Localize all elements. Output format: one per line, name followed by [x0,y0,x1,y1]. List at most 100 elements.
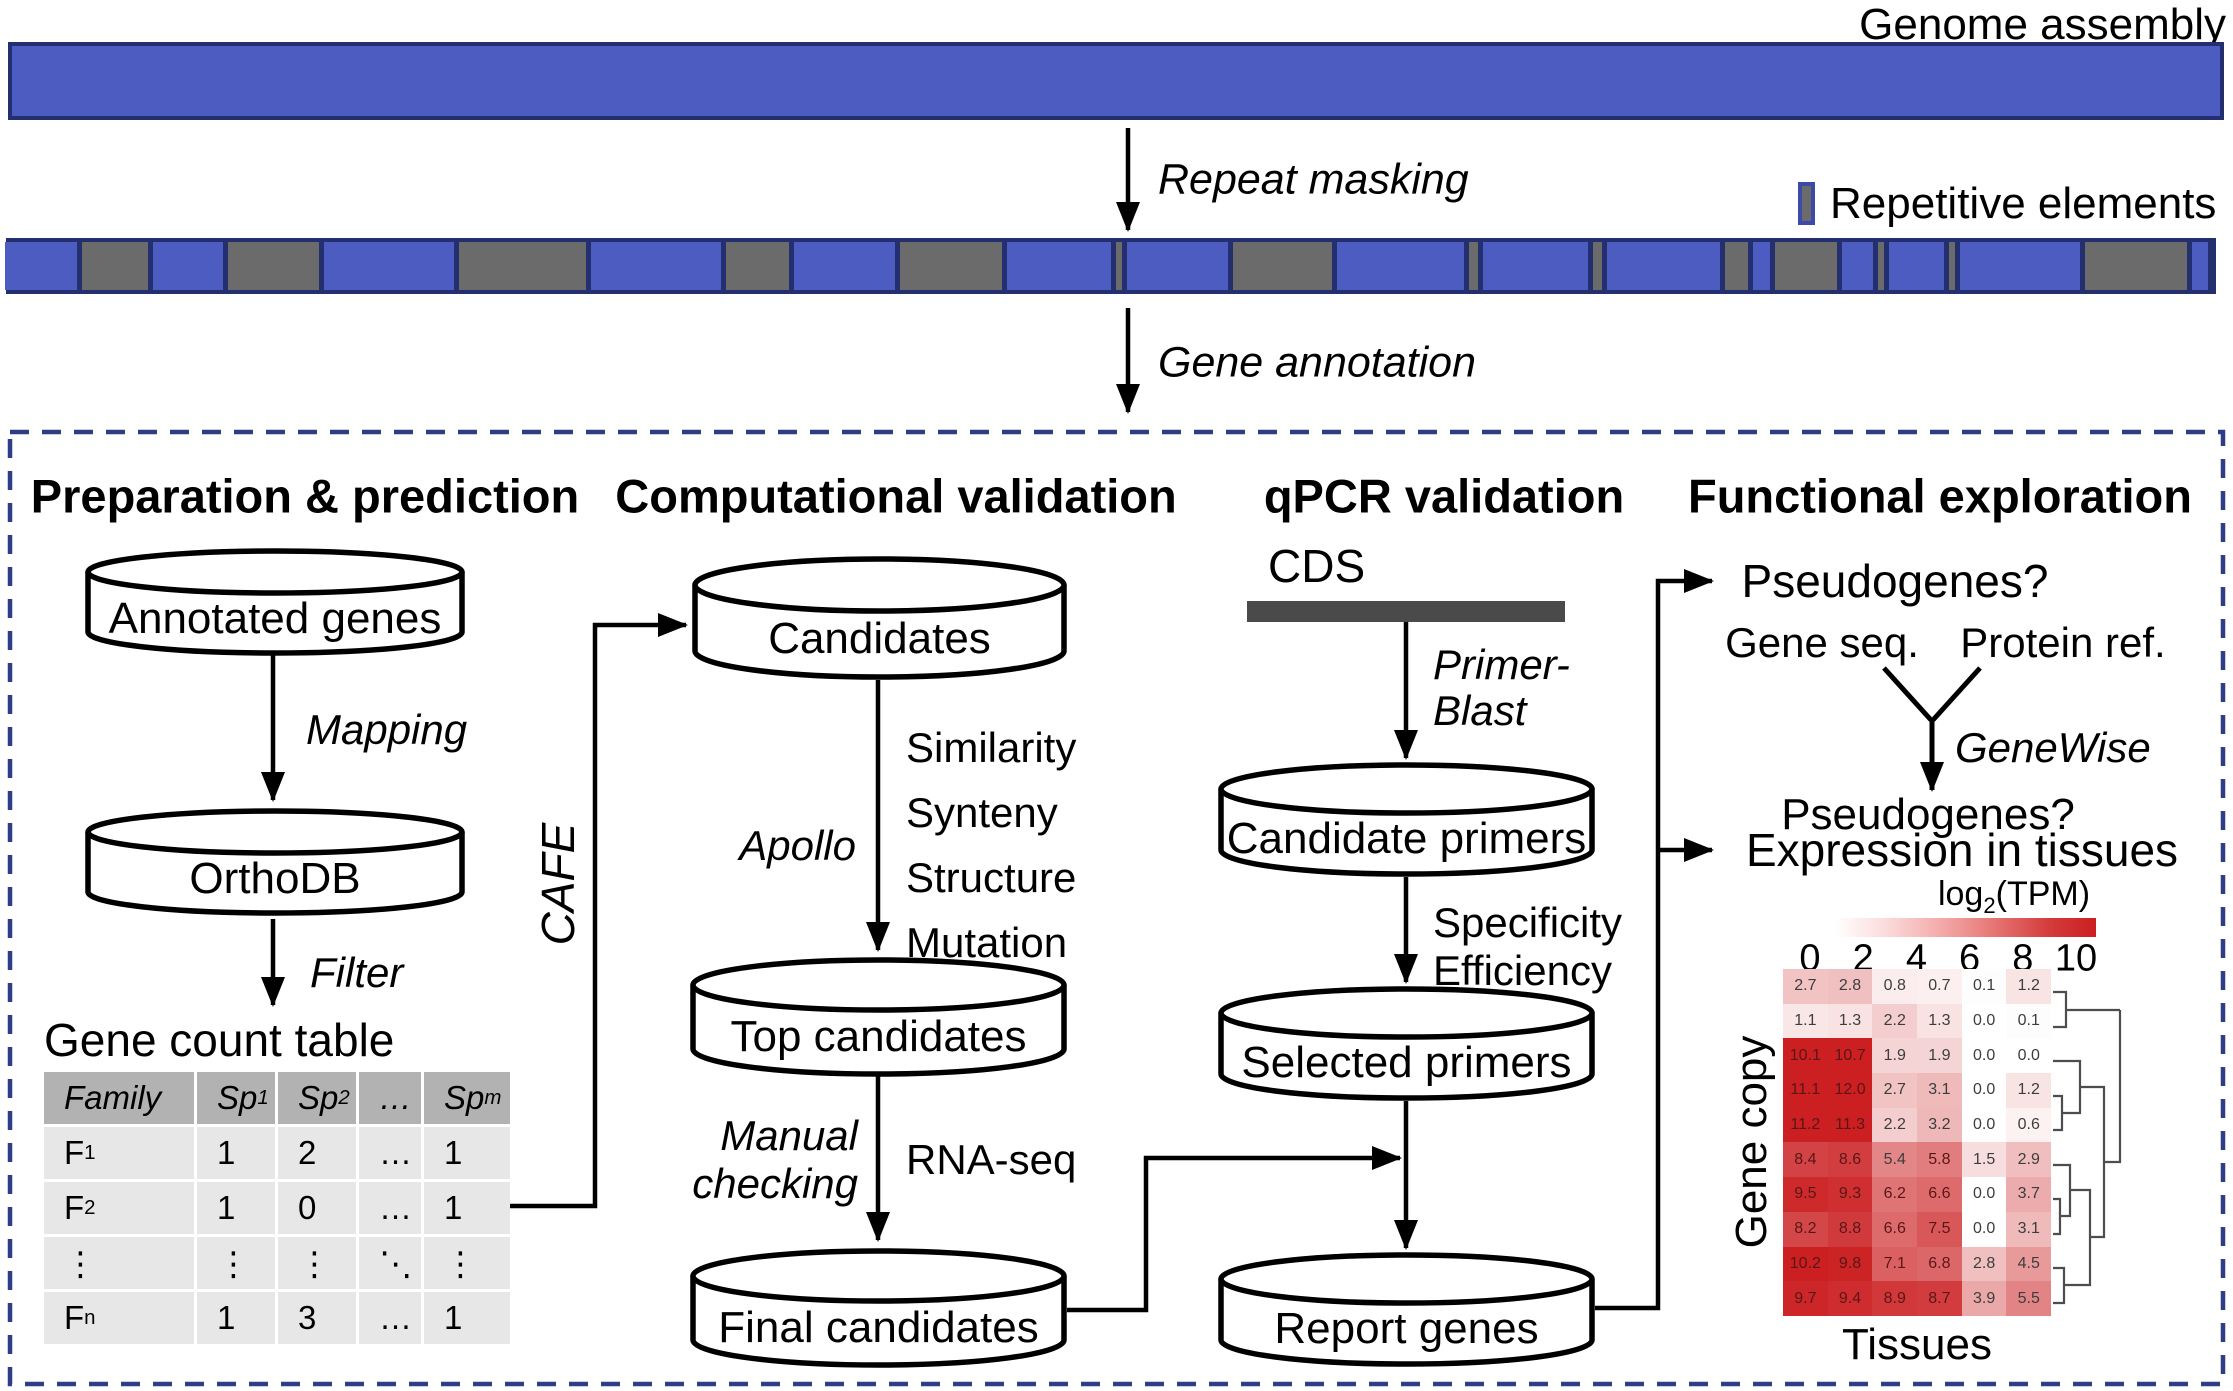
genome-segment [591,242,721,290]
heatmap-cell: 0.1 [1961,969,2007,1004]
table-cell: … [359,1292,421,1344]
table-cell: 2 [278,1127,356,1179]
heatmap-cell: 10.1 [1783,1038,1828,1074]
genome-segment [153,242,223,290]
cylinder-label: Candidates [768,614,991,663]
table-cell: … [359,1182,421,1234]
table-row-label: ⋮ [44,1237,194,1289]
heatmap-cell: 3.2 [1917,1107,1962,1143]
heatmap-cell: 1.2 [2006,1073,2052,1108]
specificity-efficiency-label: Specificity Efficiency [1433,899,1622,995]
cylinder-label: Annotated genes [108,594,442,643]
heatmap-cell: 6.8 [1917,1246,1962,1282]
heatmap-cell: 6.2 [1872,1177,1918,1212]
colorbar-title-log2tpm: log2(TPM) [1937,875,2091,918]
cylinder-candidates: Candidates [692,556,1067,680]
pseudogenes-question-1: Pseudogenes? [1741,555,2049,607]
heatmap-cell: 8.9 [1872,1281,1918,1316]
heatmap-cell: 1.5 [1961,1142,2007,1178]
heatmap-cell: 12.0 [1827,1073,1873,1108]
genome-segment [1753,242,1770,290]
heatmap-cell: 6.6 [1872,1211,1918,1247]
title-functional-exploration: Functional exploration [1688,469,2192,523]
gene-count-table-title: Gene count table [44,1014,395,1066]
table-cell: 1 [424,1127,510,1179]
heatmap-cell: 2.8 [1827,969,1873,1004]
heatmap-cell: 0.0 [2006,1038,2052,1074]
heatmap-cell: 7.1 [1872,1246,1918,1282]
heatmap-ylabel-gene-copy: Gene copy [1727,1035,1776,1249]
table-cell: 1 [424,1292,510,1344]
primer-line2: Blast [1433,687,1527,734]
genome-segment [1607,242,1720,290]
repetitive-element-segment [1878,242,1884,290]
heatmap-cell: 8.8 [1827,1211,1873,1247]
criterion-similarity: Similarity [906,724,1077,771]
heatmap-cell: 9.7 [1783,1281,1828,1316]
cafe-label: CAFE [532,822,584,946]
repetitive-element-segment [1116,242,1122,290]
heatmap-cell: 8.6 [1827,1142,1873,1178]
heatmap-cell: 1.9 [1872,1038,1918,1074]
heatmap-cell: 1.2 [2006,969,2052,1004]
heatmap-cell: 0.0 [1961,1107,2007,1143]
repetitive-element-legend-icon [1798,182,1815,225]
genome-segment [5,242,77,290]
table-cell: 0 [278,1182,356,1234]
heatmap-cell: 3.1 [2006,1211,2052,1247]
cylinder-label: OrthoDB [189,854,361,903]
heatmap-cell: 0.0 [1961,1003,2007,1039]
table-header-cell: Family [44,1072,194,1124]
title-computational-validation: Computational validation [615,469,1177,523]
repeat-masked-assembly-bar [5,238,2216,294]
merge-line-protein-ref [1931,666,1982,722]
heatmap-cell: 10.7 [1827,1038,1873,1074]
heatmap-cell: 2.9 [2006,1142,2052,1178]
dendrogram [2053,990,2122,1305]
table-cell: ⋮ [197,1237,275,1289]
heatmap-cell: 11.3 [1827,1107,1873,1143]
heatmap-cell: 9.8 [1827,1246,1873,1282]
genewise-label: GeneWise [1955,724,2151,771]
heatmap-cell: 8.7 [1917,1281,1962,1316]
cylinder-label: Report genes [1274,1304,1539,1353]
heatmap-xlabel-tissues: Tissues [1842,1320,1992,1369]
cylinder-top-candidates: Top candidates [690,957,1067,1077]
genome-assembly-bar [8,42,2224,120]
table-cell: ⋮ [278,1237,356,1289]
table-cell: 1 [197,1127,275,1179]
table-cell: 1 [197,1292,275,1344]
gene-annotation-label: Gene annotation [1158,338,1476,387]
cylinder-candidate-primers: Candidate primers [1218,762,1595,877]
criterion-structure: Structure [906,854,1077,901]
heatmap-cell: 2.7 [1783,969,1828,1004]
genome-segment [1960,242,2080,290]
genome-segment [1337,242,1464,290]
repetitive-element-segment [1593,242,1602,290]
heatmap-cell: 2.7 [1872,1073,1918,1108]
genome-segment [324,242,454,290]
cylinder-label: Selected primers [1241,1038,1572,1087]
table-header-cell: … [359,1072,421,1124]
heatmap-cell: 11.1 [1783,1073,1828,1108]
repetitive-element-segment [1949,242,1955,290]
merge-line-gene-seq [1882,666,1933,722]
heatmap-cell: 1.3 [1917,1003,1962,1039]
cylinder-orthodb: OrthoDB [85,808,465,916]
heatmap-cell: 1.1 [1783,1003,1828,1039]
heatmap-cell: 8.4 [1783,1142,1828,1178]
cylinder-selected-primers: Selected primers [1218,986,1595,1101]
heatmap-cell: 0.8 [1872,969,1918,1004]
genome-segment [1889,242,1944,290]
heatmap-cell: 0.0 [1961,1177,2007,1212]
heatmap-cell: 4.5 [2006,1246,2052,1282]
gene-seq-label: Gene seq. [1725,619,1919,666]
manual-line2: checking [692,1160,858,1207]
heatmap-cell: 7.5 [1917,1211,1962,1247]
heatmap-cell: 8.2 [1783,1211,1828,1247]
heatmap-cell: 5.5 [2006,1281,2052,1316]
heatmap-cell: 6.6 [1917,1177,1962,1212]
